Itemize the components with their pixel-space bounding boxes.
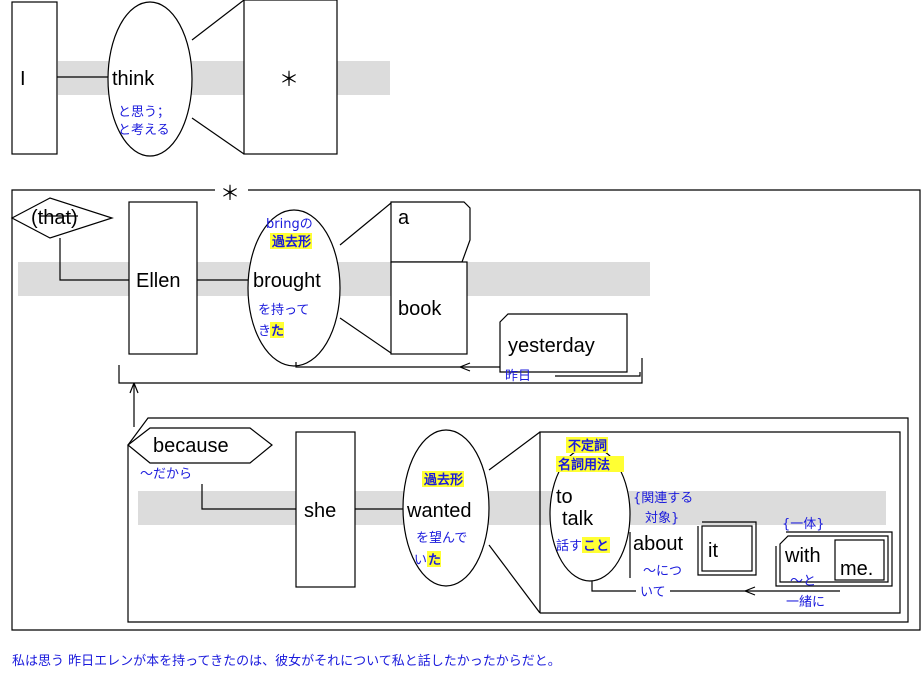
word-brought: brought [253, 270, 321, 292]
note-talk-a: 話す [556, 538, 582, 554]
highlight-infinitive [566, 437, 608, 453]
note-brought-1: を持って [258, 303, 309, 318]
word-ellen: Ellen [136, 270, 180, 292]
highlight-ta-brought [270, 322, 284, 338]
object-box-book [390, 261, 468, 355]
subject-box-i [11, 1, 58, 155]
word-to: to [556, 486, 573, 508]
object-trapezoid-top [191, 0, 245, 41]
arrowhead-with-2 [744, 590, 756, 596]
connector-that-ellen [59, 238, 129, 281]
object-box-it [701, 525, 753, 572]
note-about-tag-2: 対象} [645, 511, 679, 526]
japanese-translation: 私は思う 昨日エレンが本を持ってきたのは、彼女がそれについて私と話したかったから… [12, 654, 561, 669]
note-about-tag-1: {関連する [633, 491, 693, 506]
word-i: I [20, 68, 26, 90]
object-trapezoid-bottom [191, 117, 245, 155]
highlight-past-form-wanted [422, 471, 464, 487]
note-inf-2: 名詞用法 [558, 457, 610, 473]
word-yesterday: yesterday [508, 335, 595, 357]
connector-talk-with [591, 581, 636, 592]
word-me: me. [840, 558, 873, 580]
note-about-2: いて [640, 585, 666, 600]
infinitive-trapezoid-bottom [488, 544, 541, 614]
clause-frame [11, 189, 921, 631]
adverb-box-yesterday [499, 313, 628, 373]
highlight-ta-wanted [427, 551, 441, 567]
because-arrowhead-1 [129, 382, 135, 394]
highlight-noun-usage [556, 456, 624, 472]
infinitive-frame [539, 431, 901, 614]
note-wanted-2a: い [414, 553, 427, 568]
object-box-star [243, 0, 338, 155]
note-bring-2: 過去形 [271, 234, 311, 250]
highlight-koto [582, 537, 610, 553]
note-wanted-top: 過去形 [423, 472, 463, 488]
connector-because-she [201, 484, 296, 510]
infinitive-trapezoid-top [488, 431, 541, 471]
conjunction-diamond-because [127, 427, 273, 464]
note-with-tag: {一体} [782, 517, 825, 532]
arrowhead-yesterday-2 [459, 366, 471, 372]
subject-box-ellen [128, 201, 198, 355]
note-bring-1: bringの [266, 217, 313, 232]
note-brought-2b: た [271, 324, 284, 339]
word-about: about [633, 533, 683, 555]
object-box-it-shadow [697, 521, 757, 576]
word-she: she [304, 500, 336, 522]
object-trapezoid-bottom-book [339, 317, 392, 354]
subclause-band [138, 491, 886, 525]
note-yesterday: 昨日 [505, 369, 531, 384]
because-clause-frame [127, 417, 909, 623]
verb-oval-think [107, 1, 193, 157]
word-think: think [112, 68, 155, 90]
object-trapezoid-top-book [339, 202, 392, 246]
conjunction-diamond-that [10, 197, 114, 239]
word-it: it [708, 540, 718, 562]
word-wanted: wanted [406, 500, 472, 522]
clause-frame-star: ＊ [220, 183, 240, 205]
note-talk-b: こと [583, 539, 609, 554]
subject-box-she [295, 431, 356, 588]
word-because: because [153, 435, 229, 457]
word-that: (that) [31, 207, 78, 229]
word-star: ＊ [279, 69, 299, 91]
verb-oval-wanted [402, 429, 490, 587]
word-with: with [784, 545, 821, 567]
note-inf-1: 不定詞 [568, 438, 607, 454]
clause-bracket [118, 358, 643, 384]
highlight-past-form [270, 233, 312, 249]
note-with-1: ～と [790, 574, 816, 589]
word-book: book [398, 298, 442, 320]
because-arrowhead-2 [133, 382, 139, 394]
word-talk: talk [562, 508, 594, 530]
note-think-2: と考える [118, 123, 170, 138]
connector-brought-yesterday [295, 362, 500, 368]
note-with-2: 一緒に [786, 595, 825, 610]
object-box-me [834, 539, 885, 581]
note-because: ～だから [140, 467, 192, 482]
note-brought-2a: き [258, 324, 271, 339]
word-a: a [398, 207, 410, 229]
note-about-1: ～につ [643, 564, 682, 579]
arrowhead-with-1 [744, 586, 756, 592]
note-wanted-2b: た [428, 553, 441, 568]
modifier-box-with-shadow [775, 531, 893, 587]
yesterday-note-line [555, 372, 641, 377]
note-wanted-1: を望んで [416, 530, 467, 546]
arrowhead-yesterday-1 [459, 362, 471, 368]
note-think-1: と思う； [118, 105, 170, 120]
